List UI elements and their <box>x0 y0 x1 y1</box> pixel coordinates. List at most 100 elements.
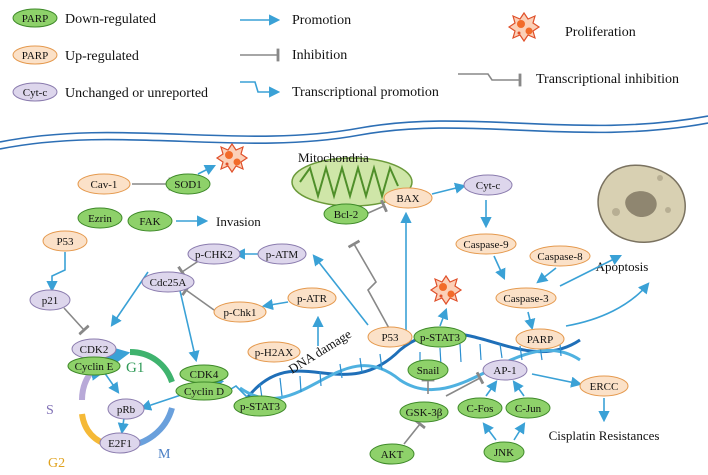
node-pstat3-left <box>233 395 287 417</box>
node-pstat3-left-label: p-STAT3 <box>240 401 281 413</box>
node-sod1-label: SOD1 <box>174 179 202 191</box>
legend-proliferation-icon <box>508 12 540 42</box>
node-cytc <box>463 174 513 196</box>
legend: PARP Down-regulated PARP Up-regulated Cy… <box>12 8 679 102</box>
node-parp-label: PARP <box>527 334 554 346</box>
legend-tx-inhibition-arrow <box>458 73 522 87</box>
node-p53-mid <box>367 326 413 348</box>
legend-inhibition-text: Inhibition <box>292 48 347 63</box>
cycle-s-label: S <box>46 403 54 418</box>
cycle-m-label: M <box>158 447 171 462</box>
node-e2f1 <box>99 432 141 454</box>
legend-down-node-label: PARP <box>22 13 49 25</box>
cycle-g1-arc <box>129 349 175 384</box>
node-cycline <box>67 356 121 376</box>
node-casp8 <box>529 245 591 267</box>
node-pstat3-mid <box>413 326 467 348</box>
node-prb-label: pRb <box>117 404 136 416</box>
node-gsk3b-label: GSK-3β <box>406 407 443 419</box>
node-cyclind-label: Cyclin D <box>184 386 224 398</box>
node-cycline-label: Cyclin E <box>75 361 114 373</box>
legend-proliferation-text: Proliferation <box>565 25 636 40</box>
legend-promotion-text: Promotion <box>292 13 351 28</box>
dna-helix-icon <box>238 331 581 409</box>
node-bax <box>383 187 433 209</box>
proliferation-icon-stat3 <box>430 275 462 305</box>
node-bcl2-label: Bcl-2 <box>334 209 358 221</box>
node-ezrin-label: Ezrin <box>88 213 112 225</box>
node-casp9-label: Caspase-9 <box>463 239 509 251</box>
legend-up-text: Up-regulated <box>65 49 139 64</box>
node-ph2ax-label: p-H2AX <box>255 347 294 359</box>
mitochondria-label: Mitochondria <box>298 150 369 165</box>
node-p21-label: p21 <box>42 295 59 307</box>
node-snail <box>407 359 449 381</box>
node-p53-mid-label: P53 <box>381 332 399 344</box>
node-e2f1-label: E2F1 <box>108 438 132 450</box>
node-cdc25a <box>141 271 195 293</box>
node-patm <box>257 243 307 265</box>
node-pchk2-label: p-CHK2 <box>195 249 233 261</box>
apoptosis-cell-icon <box>597 164 686 243</box>
node-fak <box>127 210 173 232</box>
legend-down-node <box>12 8 58 28</box>
legend-unchanged-node-label: Cyt-c <box>23 87 48 99</box>
node-ercc <box>579 375 629 397</box>
cell-membrane <box>0 115 708 150</box>
node-cfos <box>457 397 503 419</box>
apoptosis-label: Apoptosis <box>596 259 649 274</box>
node-bax-label: BAX <box>396 193 419 205</box>
legend-up-node-label: PARP <box>22 50 49 62</box>
node-bcl2 <box>323 203 369 225</box>
node-p21 <box>29 289 71 311</box>
legend-down-text: Down-regulated <box>65 12 156 27</box>
proliferation-icon-sod1 <box>216 143 248 173</box>
cisplatin-resistance-label: Cisplatin Resistances <box>549 428 660 443</box>
node-p53-left <box>42 230 88 252</box>
node-cjun <box>505 397 551 419</box>
cycle-g1-label: G1 <box>126 360 144 376</box>
node-sod1 <box>165 173 211 195</box>
node-ezrin <box>77 207 123 229</box>
node-akt <box>369 443 415 465</box>
node-gsk3b <box>399 401 449 423</box>
node-pchk1 <box>213 301 267 323</box>
legend-tx-inhibition-text: Transcriptional inhibition <box>536 72 679 87</box>
node-patr-label: p-ATR <box>297 293 328 305</box>
node-casp8-label: Caspase-8 <box>537 251 583 263</box>
node-ph2ax <box>247 341 301 363</box>
legend-tx-promotion-text: Transcriptional promotion <box>292 85 439 100</box>
legend-unchanged-node <box>12 82 58 102</box>
pathway-nodes: Cav-1 SOD1 Ezrin FAK Invasion P53 p21 p-… <box>29 173 660 465</box>
legend-up-node <box>12 45 58 65</box>
node-akt-label: AKT <box>381 449 404 461</box>
node-casp9 <box>455 233 517 255</box>
node-cfos-label: C-Fos <box>467 403 494 415</box>
node-cjun-label: C-Jun <box>515 403 542 415</box>
node-cav1-label: Cav-1 <box>91 179 118 191</box>
cycle-g2-label: G2 <box>48 456 65 471</box>
node-pchk2 <box>187 243 241 265</box>
node-snail-label: Snail <box>417 365 440 377</box>
node-cdk4-label: CDK4 <box>190 369 219 381</box>
node-cdc25a-label: Cdc25A <box>150 277 187 289</box>
node-prb <box>107 398 145 420</box>
node-casp3-label: Caspase-3 <box>503 293 549 305</box>
node-parp <box>515 328 565 350</box>
node-pchk1-label: p-Chk1 <box>224 307 257 319</box>
legend-tx-promotion-arrow <box>240 81 281 98</box>
node-p53-left-label: P53 <box>56 236 74 248</box>
node-casp3 <box>495 287 557 309</box>
node-pstat3-mid-label: p-STAT3 <box>420 332 461 344</box>
node-patm-label: p-ATM <box>266 249 299 261</box>
node-cdk2-label: CDK2 <box>80 344 109 356</box>
node-patr <box>287 287 337 309</box>
node-fak-label: FAK <box>139 216 160 228</box>
node-cytc-label: Cyt-c <box>476 180 501 192</box>
node-ap1-label: AP-1 <box>493 365 516 377</box>
node-ercc-label: ERCC <box>590 381 619 393</box>
invasion-label: Invasion <box>216 214 261 229</box>
legend-unchanged-text: Unchanged or unreported <box>65 86 208 101</box>
node-jnk <box>483 441 525 463</box>
